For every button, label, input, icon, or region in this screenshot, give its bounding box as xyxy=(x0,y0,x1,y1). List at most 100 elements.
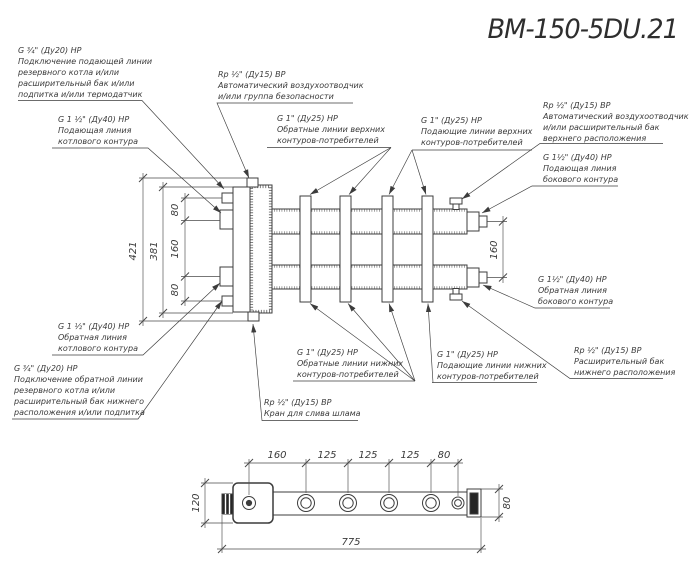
ann-line: резервного котла и/или xyxy=(14,386,116,395)
plan-end-cap xyxy=(466,488,482,518)
dim-plan-125c: 125 xyxy=(400,450,419,461)
ann-line: расширительный бак и/или xyxy=(18,79,135,88)
ann-line: G 1" (Ду25) НР xyxy=(437,350,498,359)
leader-lines xyxy=(12,100,663,421)
vertical-body xyxy=(249,184,273,314)
dim-plan-775: 775 xyxy=(341,537,360,548)
side-circuit-return-stub xyxy=(466,267,488,288)
dim-381: 381 xyxy=(149,241,160,260)
ann-line: контуров-потребителей xyxy=(437,372,539,381)
riser-3 xyxy=(381,195,394,303)
reserve-return-stub xyxy=(221,295,234,307)
ann-line: Rp ½" (Ду15) ВР xyxy=(218,70,286,79)
upper-plug xyxy=(449,197,463,210)
dim-80-top: 80 xyxy=(170,204,181,217)
ann-line: G 1½" (Ду40) НР xyxy=(543,153,612,162)
boiler-flange xyxy=(232,186,251,313)
plan-view xyxy=(221,482,482,524)
ann-line: котлового контура xyxy=(58,344,138,353)
dimension-lines xyxy=(138,173,508,554)
dim-plan-125b: 125 xyxy=(358,450,377,461)
ann-line: расположения и/или подпитка xyxy=(14,408,145,417)
ann-line: контуров-потребителей xyxy=(277,136,379,145)
ann-drain: Rp ½" (Ду15) ВР Кран для слива шлама xyxy=(264,397,361,419)
riser-1 xyxy=(299,195,312,303)
plan-flange xyxy=(221,493,234,515)
ann-line: Подающая линия xyxy=(543,164,617,173)
ann-line: Обратная линия xyxy=(538,286,607,295)
ann-line: расширительный бак нижнего xyxy=(14,397,144,406)
ann-line: G 1½" (Ду40) НР xyxy=(538,275,607,284)
riser-4 xyxy=(421,195,434,303)
ann-line: Подающие линии верхних xyxy=(421,127,533,136)
ann-line: Автоматический воздухоотводчик xyxy=(218,81,364,90)
ann-line: Rp ½" (Ду15) ВР xyxy=(264,398,332,407)
ann-line: верхнего расположения xyxy=(543,134,647,143)
ann-line: Rp ½" (Ду15) ВР xyxy=(543,101,611,110)
ann-line: и/или расширительный бак xyxy=(543,123,660,132)
ann-line: Подключение подающей линии xyxy=(18,57,153,66)
dim-plan-160: 160 xyxy=(267,450,286,461)
ann-line: G 1 ½" (Ду40) НР xyxy=(58,322,130,331)
ann-line: G 1" (Ду25) НР xyxy=(297,348,358,357)
ann-line: G 1 ½" (Ду40) НР xyxy=(58,115,130,124)
front-view xyxy=(219,177,488,322)
ann-lower-returns: G 1" (Ду25) НР Обратные линии нижних кон… xyxy=(297,347,403,380)
drawing-title: BM-150-5DU.21 xyxy=(487,14,679,45)
ann-line: Подающая линия xyxy=(58,126,132,135)
dim-160-mid: 160 xyxy=(170,239,181,258)
ann-reserve-supply: G ¾" (Ду20) НР Подключение подающей лини… xyxy=(18,45,152,100)
ann-line: Обратная линия xyxy=(58,333,127,342)
ann-line: котлового контура xyxy=(58,137,138,146)
ann-line: Подключение обратной линии xyxy=(14,375,143,384)
dim-80-bottom: 80 xyxy=(170,284,181,297)
ann-line: Обратные линии верхних xyxy=(277,125,385,134)
reserve-supply-stub xyxy=(221,192,234,204)
ann-line: Кран для слива шлама xyxy=(264,409,361,418)
ann-air-vent-right: Rp ½" (Ду15) ВР Автоматический воздухоот… xyxy=(543,100,689,144)
drain-stub xyxy=(247,311,260,322)
dimension-labels: 80 160 80 381 421 160 160 125 125 125 80… xyxy=(128,204,513,548)
dim-421: 421 xyxy=(128,241,139,260)
side-circuit-supply-stub xyxy=(466,211,488,232)
ann-line: Обратные линии нижних xyxy=(297,359,404,368)
ann-exp-tank-lower: Rp ½" (Ду15) ВР Расширительный бак нижне… xyxy=(574,345,675,378)
ann-line: Подающие линии нижних xyxy=(437,361,547,370)
dim-plan-125a: 125 xyxy=(317,450,336,461)
air-vent-stub xyxy=(246,177,259,188)
ann-line: G 1" (Ду25) НР xyxy=(277,114,338,123)
ann-line: контуров-потребителей xyxy=(297,370,399,379)
ann-line: и/или группа безопасности xyxy=(218,92,334,101)
ann-line: G ¾" (Ду20) НР xyxy=(18,46,82,55)
ann-air-vent: Rp ½" (Ду15) ВР Автоматический воздухоот… xyxy=(218,69,364,102)
ann-line: Расширительный бак xyxy=(574,357,665,366)
ann-line: Rp ½" (Ду15) ВР xyxy=(574,346,642,355)
ann-upper-supplies: G 1" (Ду25) НР Подающие линии верхних ко… xyxy=(421,115,532,148)
plan-ports xyxy=(242,494,465,512)
lower-plug xyxy=(449,288,463,301)
ann-reserve-return: G ¾" (Ду20) НР Подключение обратной лини… xyxy=(14,363,145,418)
ann-side-return: G 1½" (Ду40) НР Обратная линия бокового … xyxy=(538,274,613,307)
ann-line: Автоматический воздухоотводчик xyxy=(543,112,689,121)
ann-line: G ¾" (Ду20) НР xyxy=(14,364,78,373)
ann-line: контуров-потребителей xyxy=(421,138,523,147)
dim-plan-80: 80 xyxy=(438,450,451,461)
boiler-return-stub xyxy=(219,266,234,287)
ann-boiler-return: G 1 ½" (Ду40) НР Обратная линия котловог… xyxy=(58,321,138,354)
dim-plan-80-end: 80 xyxy=(502,497,513,510)
ann-upper-returns: G 1" (Ду25) НР Обратные линии верхних ко… xyxy=(277,113,385,146)
dim-160-side: 160 xyxy=(489,240,500,259)
ann-line: бокового контура xyxy=(543,175,619,184)
ann-line: подпитка и/или термодатчик xyxy=(18,90,143,99)
ann-side-supply: G 1½" (Ду40) НР Подающая линия бокового … xyxy=(543,152,618,185)
dim-plan-120: 120 xyxy=(191,493,202,512)
ann-boiler-supply: G 1 ½" (Ду40) НР Подающая линия котловог… xyxy=(58,114,138,147)
riser-2 xyxy=(339,195,352,303)
ann-line: бокового контура xyxy=(538,297,614,306)
ann-line: резервного котла и/или xyxy=(18,68,120,77)
ann-lower-supplies: G 1" (Ду25) НР Подающие линии нижних кон… xyxy=(437,349,547,382)
ann-line: G 1" (Ду25) НР xyxy=(421,116,482,125)
ann-line: нижнего расположения xyxy=(574,368,676,377)
